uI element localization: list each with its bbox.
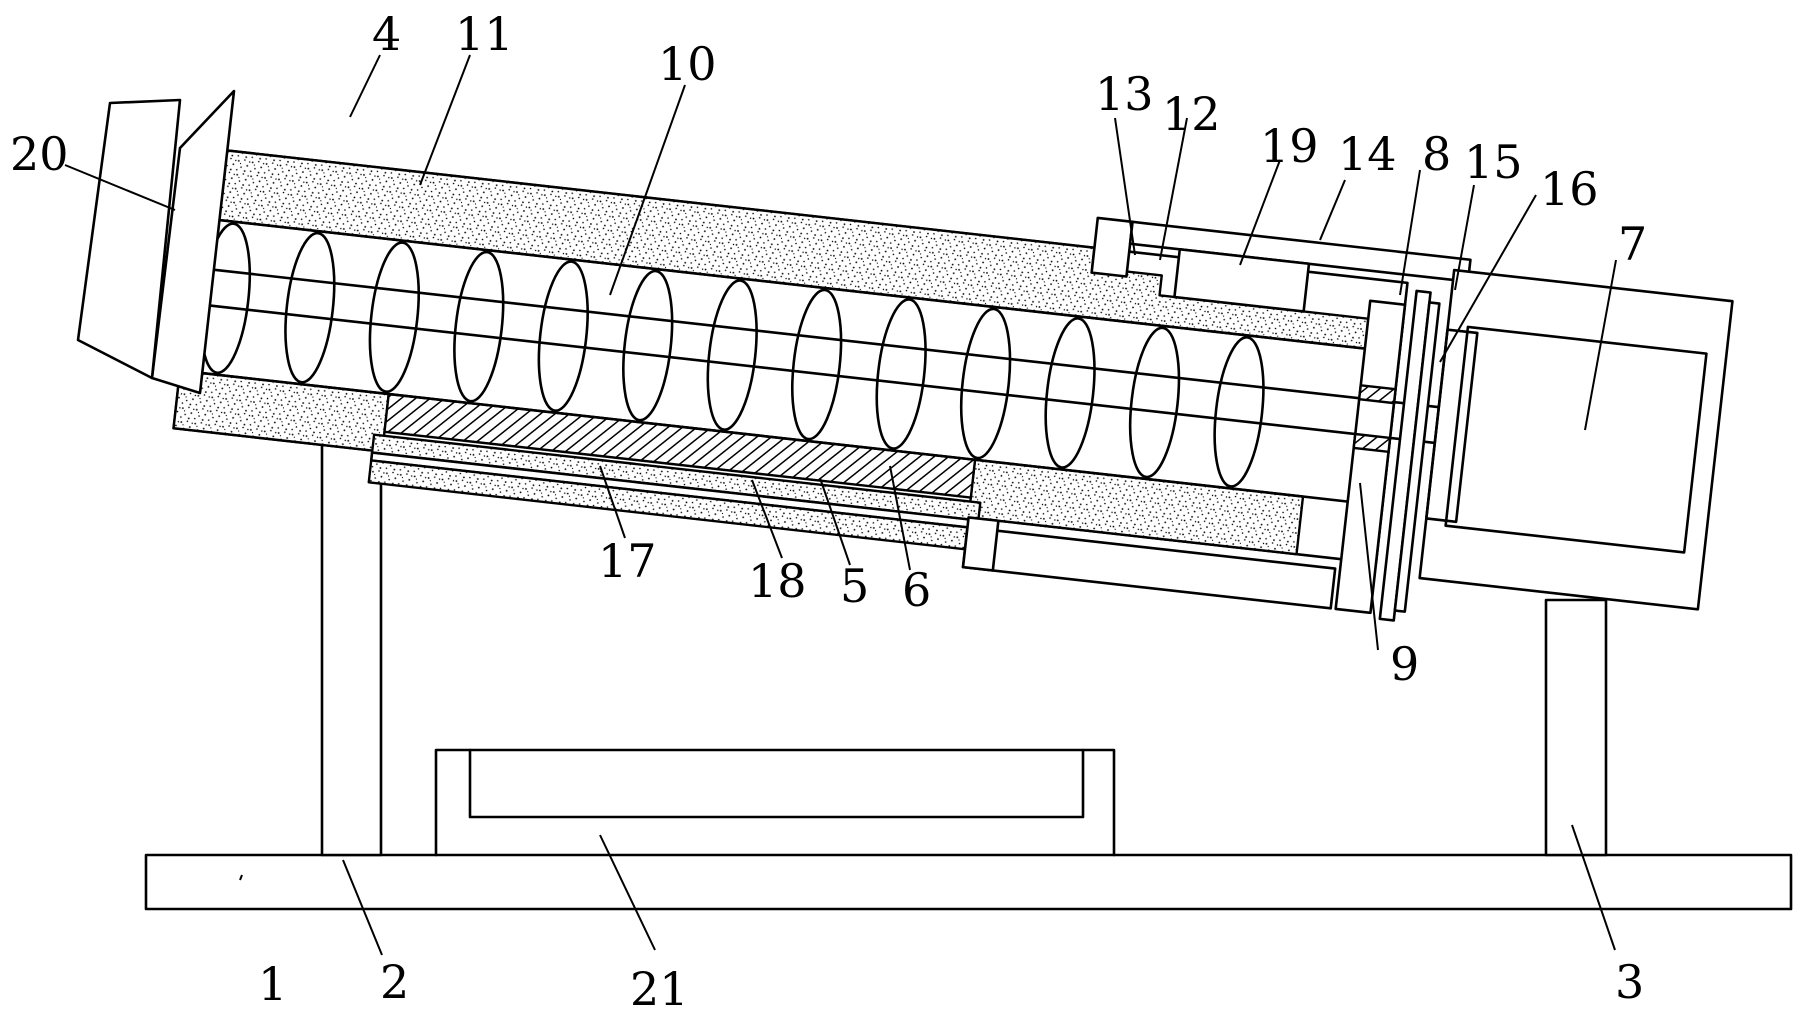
bearing xyxy=(1357,383,1397,405)
reference-numerals: 20 4 11 10 13 12 19 14 8 15 16 7 9 17 18… xyxy=(10,7,1647,1010)
screw-flights xyxy=(199,222,1265,488)
label-3: 3 xyxy=(1615,955,1644,1009)
label-2: 2 xyxy=(380,955,409,1009)
label-11: 11 xyxy=(455,7,514,61)
label-14: 14 xyxy=(1338,127,1397,181)
label-1: 1 xyxy=(258,957,287,1010)
label-13: 13 xyxy=(1095,67,1154,121)
leader-lines xyxy=(64,54,1617,956)
discharge-nozzle xyxy=(76,89,236,395)
right-support-leg xyxy=(1544,598,1608,857)
inclined-cylinder xyxy=(172,146,1734,622)
label-12: 12 xyxy=(1162,87,1221,141)
collection-tray xyxy=(434,748,1116,857)
label-20: 20 xyxy=(10,127,69,181)
label-15: 15 xyxy=(1464,135,1523,189)
label-5: 5 xyxy=(840,559,869,613)
label-21: 21 xyxy=(630,962,689,1010)
label-7: 7 xyxy=(1618,217,1647,271)
base-plate xyxy=(144,853,1793,911)
label-18: 18 xyxy=(748,554,807,608)
label-9: 9 xyxy=(1390,637,1419,691)
label-17: 17 xyxy=(598,534,657,588)
label-10: 10 xyxy=(658,37,717,91)
label-6: 6 xyxy=(902,563,931,617)
label-4: 4 xyxy=(372,7,401,61)
feed-hopper xyxy=(1090,216,1134,278)
label-8: 8 xyxy=(1422,127,1451,181)
label-19: 19 xyxy=(1260,119,1319,173)
label-16: 16 xyxy=(1540,162,1599,216)
end-plate xyxy=(1334,299,1407,615)
